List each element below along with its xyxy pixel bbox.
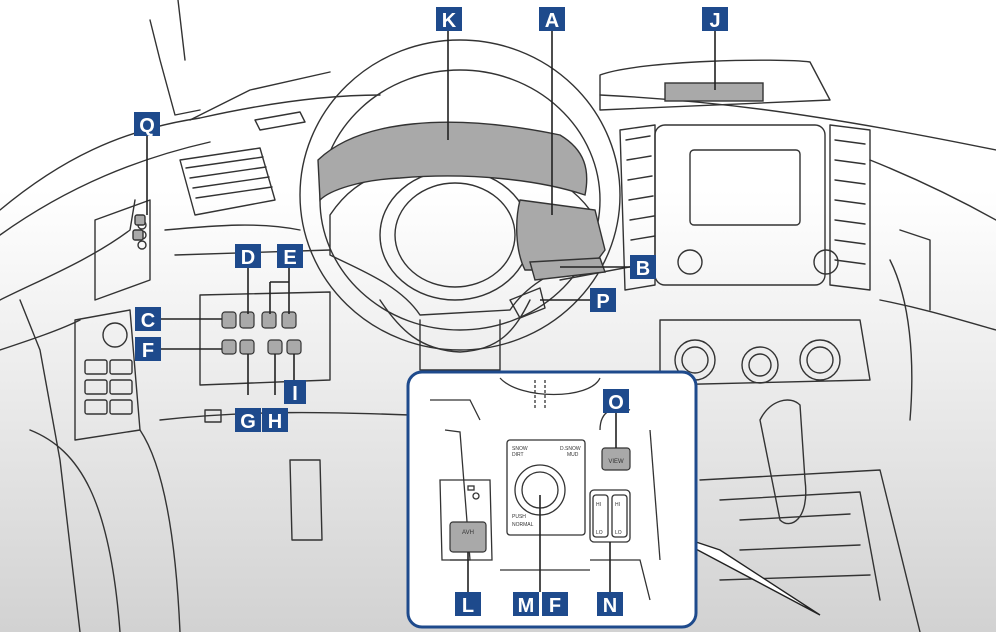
avh-button: [449, 521, 487, 553]
display-hood: [599, 59, 831, 111]
dash-top: [0, 94, 381, 211]
switch-h: [267, 339, 283, 355]
callout-labels: K A J Q B P D E C F G H I O L M F: [134, 7, 728, 617]
gear-shifter: [759, 399, 807, 525]
label-j: J: [709, 10, 720, 32]
door-edge: [19, 299, 81, 632]
instrument-cluster: [317, 121, 588, 202]
label-f-inset: F: [549, 595, 561, 617]
climate-panel: [659, 319, 871, 386]
label-d: D: [241, 247, 255, 269]
label-n: N: [603, 595, 617, 617]
hud-display: [664, 82, 764, 102]
infotainment-screen: [689, 149, 801, 226]
label-p: P: [596, 291, 609, 313]
a-pillar: [149, 19, 201, 116]
switch-d: [239, 311, 255, 329]
leader-lines: [146, 30, 716, 395]
switch-c: [221, 311, 237, 329]
switch-lo-left: LO: [596, 530, 603, 536]
label-a: A: [545, 10, 559, 32]
label-k-box: [436, 7, 462, 31]
switch-e1: [261, 311, 277, 329]
steering-wheel-outer: [299, 39, 621, 351]
label-q: Q: [139, 115, 155, 137]
label-o: O: [608, 392, 624, 414]
dial-normal-label: NORMAL: [512, 522, 534, 528]
switch-i: [286, 339, 302, 355]
switch-g: [239, 339, 255, 355]
switch-hi-right: HI: [615, 502, 620, 508]
switch-e2: [281, 311, 297, 329]
label-b: B: [636, 258, 650, 280]
view-button-label: VIEW: [608, 459, 624, 465]
switch-f: [221, 339, 237, 355]
label-l: L: [462, 595, 474, 617]
switch-lo-right: LO: [615, 530, 622, 536]
switch-panel: [199, 291, 331, 386]
label-f: F: [142, 340, 154, 362]
left-air-vent: [179, 147, 276, 216]
avh-button-label: AVH: [462, 530, 474, 536]
dial-push-label: PUSH: [512, 514, 526, 520]
highlighted-parts: [132, 82, 764, 281]
wiper-lever: [509, 287, 546, 319]
label-e: E: [283, 247, 296, 269]
label-m: M: [518, 595, 535, 617]
label-c: C: [141, 310, 155, 332]
inset-leader-lines: [467, 412, 617, 592]
lever-part: [529, 257, 606, 281]
switch-hi-left: HI: [596, 502, 601, 508]
label-i: I: [292, 383, 298, 405]
label-k: K: [442, 10, 457, 32]
label-g: G: [240, 411, 256, 433]
label-h: H: [268, 411, 282, 433]
